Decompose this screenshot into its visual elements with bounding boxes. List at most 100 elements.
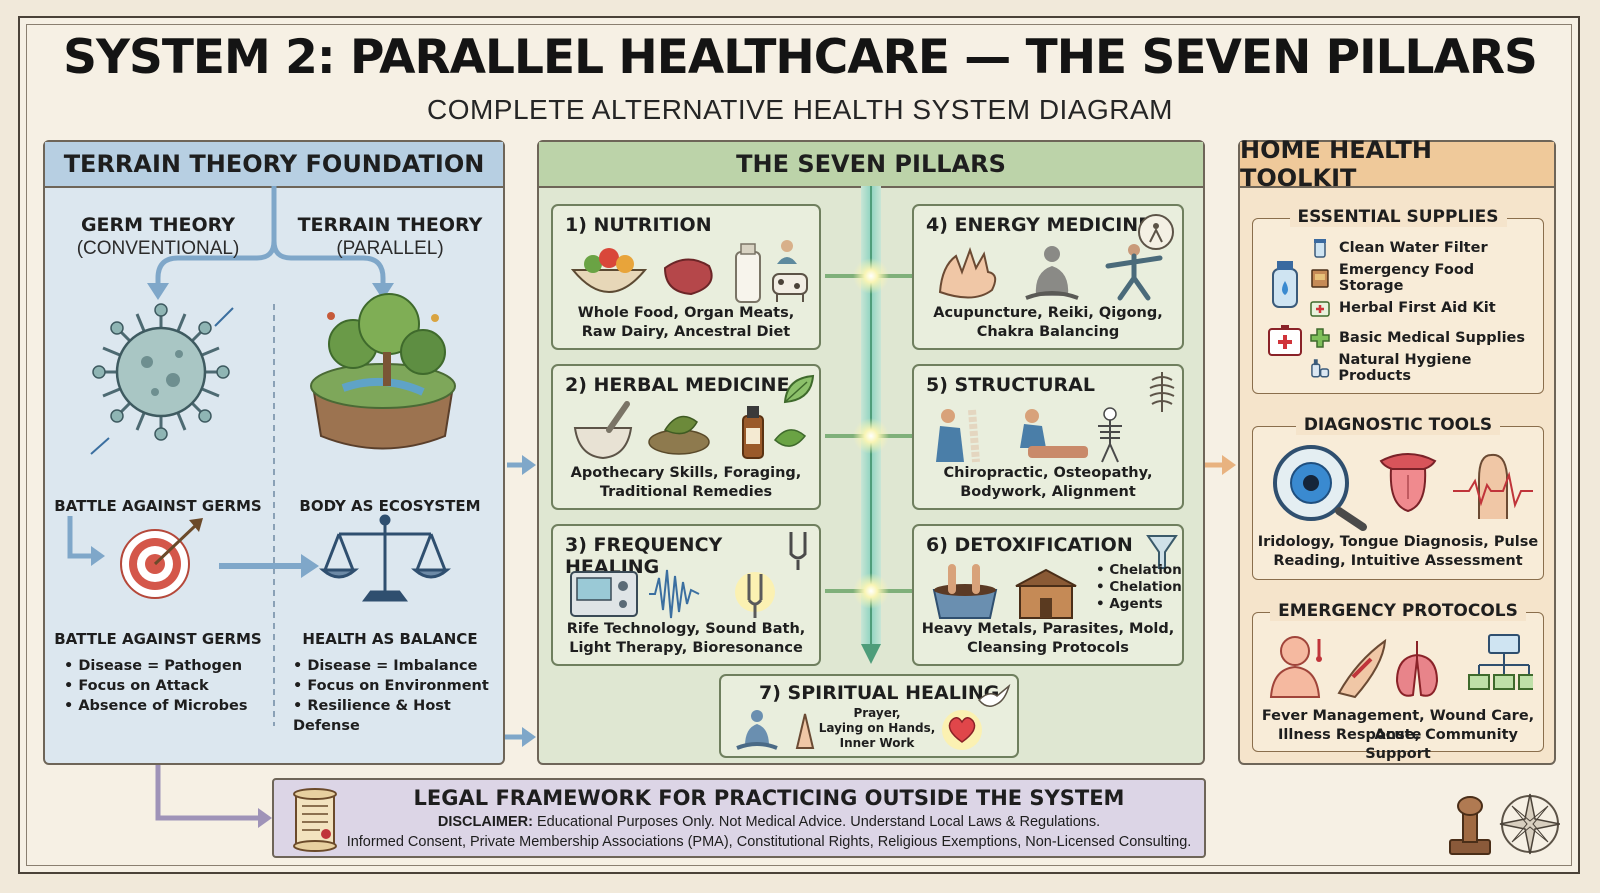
supply-item: Natural Hygiene Products [1309,352,1543,384]
pillar-desc-line: Acupuncture, Reiki, Qigong, [933,305,1163,321]
pillar-desc-line: Rife Technology, Sound Bath, [566,621,806,637]
detox-side-list: • Chelation • Chelation • Agents [1096,562,1182,613]
pillar-title: 5) STRUCTURAL [926,374,1095,396]
pillar-card-herbal-medicine[interactable]: 2) HERBAL MEDICINE Apothecary Skills, Fo… [551,364,821,510]
germ-theory-title: GERM THEORY [80,214,236,236]
pillar-card-frequency-healing[interactable]: 3) FREQUENCY HEALING Rife Technology, So… [551,524,821,666]
pillar-desc-line: Cleansing Protocols [967,640,1129,656]
pillar-card-energy-medicine[interactable]: 4) ENERGY MEDICINE Acupuncture, Reiki, Q… [912,204,1184,350]
pillar-desc-line: Chiropractic, Osteopathy, [943,465,1153,481]
germ-caption-top: BATTLE AGAINST GERMS [54,497,262,515]
terrain-bullet: • Disease = Imbalance [293,658,478,674]
pillar-desc-line: Chakra Balancing [976,324,1120,340]
disclaimer-label: DISCLAIMER: [437,814,533,830]
heart-icon [942,710,982,750]
pillar-title: 4) ENERGY MEDICINE [926,214,1152,236]
pillars-panel-heading: THE SEVEN PILLARS [539,142,1203,188]
rubber-stamp-icon [1449,796,1491,855]
terrain-theory-subtitle: (PARALLEL) [336,238,444,259]
supply-item: Emergency Food Storage [1309,262,1543,294]
leaf-icon [783,374,815,404]
pillar-title: 7) SPIRITUAL HEALING [759,682,1000,704]
detox-side-item: • Agents [1096,596,1163,612]
herbal-icons [573,401,807,460]
ribcage-icon [1149,372,1175,412]
compass-rose-icon [1499,793,1560,855]
terrain-diagram-graphics [67,186,456,726]
pillar-desc-line: Heavy Metals, Parasites, Mold, [921,621,1175,637]
iris-magnifier-icon [1273,445,1367,531]
spiritual-desc: Prayer, Laying on Hands, Inner Work [815,706,939,751]
page-subtitle: COMPLETE ALTERNATIVE HEALTH SYSTEM DIAGR… [426,94,1174,125]
hygiene-products-icon [1311,359,1330,378]
legal-framework-panel: LEGAL FRAMEWORK FOR PRACTICING OUTSIDE T… [272,778,1206,858]
diagnostic-tools-box: DIAGNOSTIC TOOLS Iridology, Tongue Diagn… [1252,415,1544,580]
legal-detail-line: Informed Consent, Private Membership Ass… [346,834,1192,850]
pulse-wrist-icon [1453,453,1533,519]
tuning-fork-icon [789,532,807,570]
pillar-desc-line: Apothecary Skills, Foraging, [570,465,802,481]
detox-side-item: • Chelation [1096,562,1182,578]
terrain-bullet: • Resilience & Host Defense [293,698,451,734]
diagnostic-desc-line: Reading, Intuitive Assessment [1273,553,1523,569]
emergency-desc-line: Illness Response, Community Support [1278,727,1518,762]
supply-item: Herbal First Aid Kit [1309,293,1543,323]
supply-item: Basic Medical Supplies [1309,323,1543,353]
terrain-panel-heading: TERRAIN THEORY FOUNDATION [45,142,503,188]
germ-bullet: • Absence of Microbes [64,698,248,714]
supply-list: Clean Water Filter Emergency Food Storag… [1309,233,1543,384]
funnel-icon [1146,535,1178,569]
supply-item: Clean Water Filter [1309,233,1543,263]
scroll-document-icon [293,788,337,852]
pillar-title: 2) HERBAL MEDICINE [565,374,790,396]
germ-caption-bottom: BATTLE AGAINST GERMS [54,630,262,648]
terrain-bullet-list: • Disease = Imbalance • Focus on Environ… [293,656,503,736]
supply-side-icons [1268,261,1302,356]
pillar-desc-line: Inner Work [839,736,915,750]
pillar-card-detoxification[interactable]: 6) DETOXIFICATION • Chelation • Chelatio… [912,524,1184,666]
terrain-bullet: • Focus on Environment [293,678,489,694]
pillar-desc-line: Raw Dairy, Ancestral Diet [581,324,791,340]
essential-supplies-title: ESSENTIAL SUPPLIES [1289,207,1507,227]
frequency-icons [570,569,775,619]
terrain-caption-top: BODY AS ECOSYSTEM [299,497,481,515]
food-storage-icon [1311,269,1329,288]
detox-icons [932,564,1077,619]
pillar-card-nutrition[interactable]: 1) NUTRITION Whole Food, Organ Meats, Ra… [551,204,821,350]
legal-title: LEGAL FRAMEWORK FOR PRACTICING OUTSIDE T… [413,786,1125,810]
terrain-theory-title: TERRAIN THEORY [297,214,483,236]
germ-bullet: • Disease = Pathogen [64,658,243,674]
essential-supplies-box: ESSENTIAL SUPPLIES Clean Water Filter Em… [1252,207,1544,394]
emergency-desc-line: Fever Management, Wound Care, Acute [1261,708,1535,743]
toolkit-panel-heading: HOME HEALTH TOOLKIT [1240,136,1554,192]
pillar-desc-line: Light Therapy, Bioresonance [569,640,803,656]
pillar-card-structural[interactable]: 5) STRUCTURAL Chiropractic, Osteopathy, … [912,364,1184,510]
disclaimer-text: Educational Purposes Only. Not Medical A… [532,814,1101,830]
compass-circle-icon [1138,214,1174,250]
pillar-desc-line: Laying on Hands, [818,721,936,735]
germ-bullet: • Focus on Attack [64,678,209,694]
diagnostic-desc-line: Iridology, Tongue Diagnosis, Pulse [1257,534,1539,550]
first-aid-kit-icon [1310,301,1330,317]
emergency-icons [1269,634,1533,699]
germ-bullet-list: • Disease = Pathogen • Focus on Attack •… [64,656,264,716]
meditation-prayer-icons [736,710,815,750]
pillar-desc-line: Prayer, [853,706,901,720]
pillar-card-spiritual-healing[interactable]: 7) SPIRITUAL HEALING Prayer, Laying on H… [719,674,1019,758]
pillar-title: 1) NUTRITION [565,214,712,236]
germ-theory-subtitle: (CONVENTIONAL) [76,238,240,259]
pillar-title: 6) DETOXIFICATION [926,534,1133,556]
terrain-caption-bottom: HEALTH AS BALANCE [302,630,478,648]
decorative-corner [1449,793,1560,855]
energy-icons [938,244,1163,301]
nutrition-icons [570,240,808,303]
tongue-icon [1379,453,1437,513]
detox-side-item: • Chelation [1096,579,1182,595]
emergency-protocols-title: EMERGENCY PROTOCOLS [1270,601,1526,621]
pillar-desc-line: Traditional Remedies [599,484,773,500]
emergency-protocols-box: EMERGENCY PROTOCOLS Fever Management, Wo… [1252,601,1544,762]
water-filter-icon [1314,239,1326,258]
pillar-desc-line: Whole Food, Organ Meats, [577,305,795,321]
structural-icons [936,407,1122,463]
diagnostic-tools-title: DIAGNOSTIC TOOLS [1295,415,1501,435]
